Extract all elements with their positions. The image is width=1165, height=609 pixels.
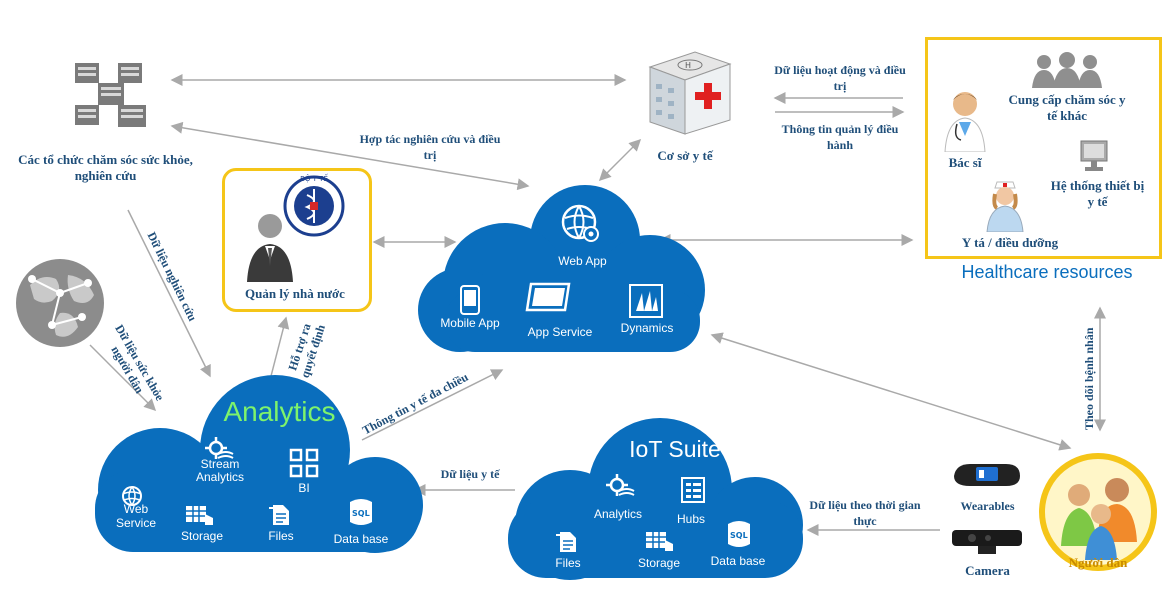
iot-storage-icon	[646, 532, 673, 551]
ops-data-label: Dữ liệu hoạt động và điều trị	[774, 63, 906, 93]
storage-label: Storage	[180, 529, 224, 543]
iot-analytics-label: Analytics	[593, 507, 643, 521]
storage-icon	[186, 506, 213, 525]
svg-text:H: H	[685, 61, 691, 70]
ministry-seal-icon	[283, 175, 345, 237]
stream-analytics-label: Stream Analytics	[195, 457, 245, 484]
mobile-app-label: Mobile App	[440, 316, 500, 330]
citizens-icon	[1039, 453, 1157, 571]
app-service-label: App Service	[527, 325, 593, 339]
bi-label: BI	[298, 481, 310, 495]
nurse-icon	[986, 181, 1024, 232]
hubs-icon	[681, 477, 705, 503]
med-data-label: Dữ liệu y tế	[440, 467, 500, 481]
wearable-band-icon	[954, 464, 1020, 486]
database-label: Data base	[333, 532, 389, 546]
med-device-icon	[1080, 140, 1108, 171]
hospital-icon: H	[648, 51, 732, 135]
dynamics-label: Dynamics	[620, 321, 674, 335]
camera-device-icon	[952, 530, 1022, 554]
other-care-label: Cung cấp chăm sóc y tế khác	[1008, 92, 1126, 123]
patient-monitor-label: Theo dõi bệnh nhân	[1082, 327, 1096, 430]
arrow-orgs-webapp	[170, 121, 530, 191]
wearables-label: Wearables	[960, 499, 1015, 513]
state-mgmt-label: Quản lý nhà nước	[245, 286, 345, 301]
web-service-icon	[122, 486, 142, 506]
app-service-icon	[525, 282, 571, 312]
web-service-label: Web Service	[115, 502, 156, 530]
bi-icon	[289, 448, 319, 478]
hubs-label: Hubs	[676, 512, 705, 526]
mgmt-info-label: Thông tin quản lý điều hành	[781, 122, 899, 152]
arrow-health-data	[89, 344, 157, 412]
arrow-decision-support	[269, 316, 290, 381]
analytics-title: Analytics	[223, 396, 336, 427]
healthcare-title: Healthcare resources	[961, 262, 1133, 282]
iot-suite-title: IoT Suite	[629, 436, 721, 462]
arrow-research-data	[127, 209, 211, 378]
iot-database-icon: SQL	[728, 521, 750, 547]
dynamics-icon	[629, 284, 663, 318]
iot-cloud	[508, 418, 803, 580]
arrow-facility-webapp	[598, 138, 642, 182]
iot-database-label: Data base	[710, 554, 766, 568]
ministry-seal-text: BỘ Y TẾ	[300, 175, 328, 183]
healthcare-resources-box	[925, 37, 1162, 259]
official-person-icon	[247, 214, 293, 282]
doctor-icon	[944, 92, 986, 152]
facility-label: Cơ sở y tế	[657, 148, 713, 163]
iot-files-label: Files	[555, 556, 581, 570]
camera-label: Camera	[965, 563, 1010, 578]
svg-text:SQL: SQL	[352, 509, 370, 518]
research-coop-label: Hợp tác nghiên cứu và điều trị	[359, 132, 501, 162]
database-icon: SQL	[350, 499, 372, 525]
doctor-label: Bác sĩ	[948, 155, 982, 170]
realtime-data-label: Dữ liệu theo thời gian thực	[809, 498, 921, 528]
orgs-label: Các tổ chức chăm sóc sức khỏe, nghiên cứ…	[18, 152, 193, 183]
files-icon	[269, 505, 289, 525]
state-mgmt-box	[222, 168, 372, 312]
mobile-app-icon	[460, 285, 480, 315]
stream-analytics-icon	[205, 437, 234, 459]
nurse-label: Y tá / điều dưỡng	[961, 235, 1059, 250]
arrow-multi-info	[361, 369, 504, 441]
iot-storage-label: Storage	[637, 556, 681, 570]
iot-files-icon	[556, 532, 576, 552]
globe-icon	[16, 259, 104, 347]
buildings-icon	[75, 63, 146, 127]
web-app-icon	[561, 204, 599, 242]
web-app-title: Web App	[558, 254, 607, 268]
arrow-people-webapp	[710, 332, 1072, 451]
people-label: Người dân	[1068, 555, 1128, 570]
files-label: Files	[268, 529, 294, 543]
people-group-icon	[1032, 52, 1102, 88]
iot-analytics-icon	[606, 474, 635, 496]
svg-text:SQL: SQL	[730, 531, 748, 540]
med-devices-label: Hệ thống thiết bị y tế	[1050, 178, 1145, 209]
